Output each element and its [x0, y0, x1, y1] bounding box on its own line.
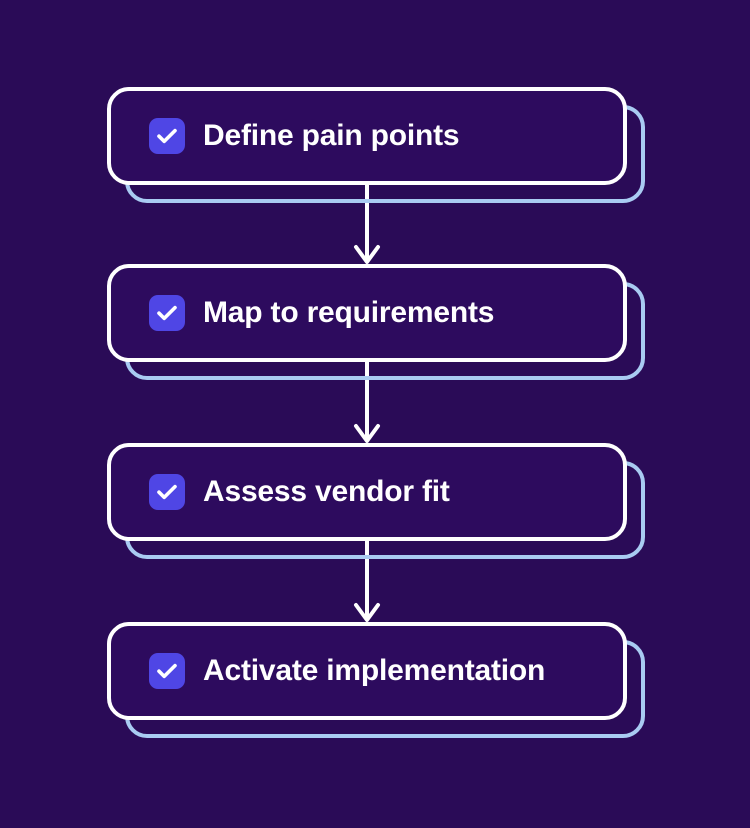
checkbox-checked[interactable] [149, 295, 185, 331]
checkbox-checked[interactable] [149, 653, 185, 689]
step-card[interactable]: Activate implementation [107, 622, 627, 720]
checkmark-icon [157, 128, 177, 144]
step-card[interactable]: Define pain points [107, 87, 627, 185]
checkmark-icon [157, 663, 177, 679]
checkmark-icon [157, 305, 177, 321]
step-card[interactable]: Assess vendor fit [107, 443, 627, 541]
step-card[interactable]: Map to requirements [107, 264, 627, 362]
checkmark-icon [157, 484, 177, 500]
step-label: Map to requirements [203, 296, 495, 329]
checkbox-checked[interactable] [149, 474, 185, 510]
step-label: Define pain points [203, 119, 460, 152]
step-label: Activate implementation [203, 654, 546, 687]
flow-step-3[interactable]: Assess vendor fit [107, 443, 645, 559]
step-label: Assess vendor fit [203, 475, 450, 508]
flow-step-1[interactable]: Define pain points [107, 87, 645, 203]
checkbox-checked[interactable] [149, 118, 185, 154]
flow-step-4[interactable]: Activate implementation [107, 622, 645, 738]
flow-step-2[interactable]: Map to requirements [107, 264, 645, 380]
